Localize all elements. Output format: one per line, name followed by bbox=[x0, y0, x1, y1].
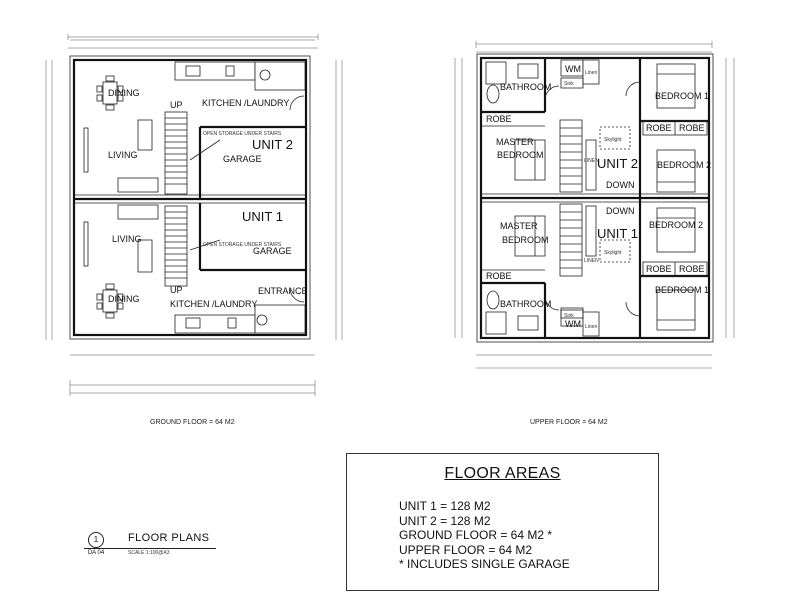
ground-dimension-lines bbox=[45, 34, 343, 396]
room-label-dining-bottom: DINING bbox=[108, 294, 140, 304]
bed-bottom-2 bbox=[656, 207, 696, 253]
floor-area-line: GROUND FLOOR = 64 M2 * bbox=[399, 528, 553, 542]
room-label-kitchen-top: KITCHEN /LAUNDRY bbox=[202, 98, 289, 108]
master-bed-bottom bbox=[514, 215, 546, 257]
room-label-entrance: ENTRANCE bbox=[258, 286, 308, 296]
room-label-bedroom2-top: BEDROOM 2 bbox=[657, 160, 711, 170]
upper-floor-plan: WM Linen Sink BATHROOM BEDROOM 1 ROBE MA… bbox=[454, 41, 735, 426]
floor-areas-list: UNIT 1 = 128 M2 UNIT 2 = 128 M2 GROUND F… bbox=[399, 499, 570, 572]
room-label-master-bottom: MASTER bbox=[500, 221, 538, 231]
room-label-kitchen-bottom: KITCHEN /LAUNDRY bbox=[170, 299, 257, 309]
drawing-number: 1 bbox=[88, 532, 104, 548]
room-label-bedroom1-top: BEDROOM 1 bbox=[655, 91, 709, 101]
upper-dimension-lines bbox=[454, 41, 735, 369]
floor-areas-title: FLOOR AREAS bbox=[444, 465, 561, 482]
label-skylight-bottom: Skylight bbox=[604, 250, 622, 256]
drawing-title: FLOOR PLANS bbox=[128, 532, 210, 544]
drawing-scale: SCALE 1:100@A3 bbox=[128, 550, 170, 556]
stair-label-up-bottom: UP bbox=[170, 285, 183, 295]
floor-area-line: UNIT 1 = 128 M2 bbox=[399, 499, 491, 513]
unit-label-2: UNIT 2 bbox=[252, 137, 293, 152]
bed-bottom-1 bbox=[656, 289, 696, 331]
room-label-bedroom-top: BEDROOM bbox=[497, 150, 544, 160]
label-sink-bottom: Sink bbox=[564, 313, 574, 319]
room-label-garage-bottom: GARAGE bbox=[253, 246, 292, 256]
label-robe-top-mid: ROBE bbox=[646, 123, 672, 133]
label-linen-stair-bottom: LINEN bbox=[584, 258, 599, 264]
room-label-living-top: LIVING bbox=[108, 150, 138, 160]
room-label-bathroom-bottom: BATHROOM bbox=[500, 299, 551, 309]
ground-outer-wall bbox=[72, 58, 308, 337]
floor-area-line: UNIT 2 = 128 M2 bbox=[399, 513, 491, 528]
unit-label-1: UNIT 1 bbox=[242, 209, 283, 224]
room-label-garage-top: GARAGE bbox=[223, 154, 262, 164]
floor-areas-box: FLOOR AREAS UNIT 1 = 128 M2 UNIT 2 = 128… bbox=[346, 453, 659, 591]
label-robe-top-right: ROBE bbox=[679, 123, 705, 133]
label-robe-top-left: ROBE bbox=[486, 114, 512, 124]
upper-stairs bbox=[559, 119, 597, 277]
label-sink-top: Sink bbox=[564, 81, 574, 87]
room-label-living-bottom: LIVING bbox=[112, 234, 142, 244]
label-robe-bottom-left: ROBE bbox=[486, 271, 512, 281]
storage-label-top: OPEN STORAGE UNDER STAIRS bbox=[203, 131, 282, 137]
dining-table-top bbox=[96, 75, 124, 111]
label-linen-top: Linen bbox=[585, 70, 597, 76]
storage-label-bottom: OPEN STORAGE UNDER STAIRS bbox=[203, 242, 282, 248]
room-label-bedroom-bottom: BEDROOM bbox=[502, 235, 549, 245]
room-label-bedroom1-bottom: BEDROOM 1 bbox=[655, 285, 709, 295]
sheet-number: DA 04 bbox=[87, 550, 105, 556]
label-wm-bottom: WM bbox=[565, 319, 581, 329]
title-underline bbox=[84, 548, 216, 549]
bed-top-2 bbox=[656, 149, 696, 193]
dining-table-bottom bbox=[96, 283, 124, 319]
label-down-bottom: DOWN bbox=[606, 206, 635, 216]
drawing-title-block: 1 DA 04 FLOOR PLANS SCALE 1:100@A3 bbox=[84, 529, 348, 569]
floor-area-line: UPPER FLOOR = 64 M2 bbox=[399, 542, 533, 557]
label-linen-bottom: Linen bbox=[585, 324, 597, 330]
stair-label-up-top: UP bbox=[170, 100, 183, 110]
upper-floor-caption: UPPER FLOOR = 64 M2 bbox=[530, 419, 608, 426]
label-linen-stair-top: LINEN bbox=[584, 158, 599, 164]
bed-top-1 bbox=[656, 63, 696, 109]
room-label-bedroom2-bottom: BEDROOM 2 bbox=[649, 220, 703, 230]
label-down-top: DOWN bbox=[606, 180, 635, 190]
unit-label-upper-2: UNIT 2 bbox=[597, 156, 638, 171]
ground-floor-plan: DINING KITCHEN /LAUNDRY UP OPEN STORAGE … bbox=[45, 34, 343, 426]
label-robe-bottom-right: ROBE bbox=[679, 264, 705, 274]
label-wm-top: WM bbox=[565, 64, 581, 74]
label-robe-bottom-mid: ROBE bbox=[646, 264, 672, 274]
ground-floor-caption: GROUND FLOOR = 64 M2 bbox=[150, 419, 235, 426]
label-skylight-top: Skylight bbox=[604, 137, 622, 143]
room-label-dining-top: DINING bbox=[108, 88, 140, 98]
room-label-master-top: MASTER bbox=[496, 137, 534, 147]
room-label-bathroom-top: BATHROOM bbox=[500, 82, 551, 92]
floor-area-line: * INCLUDES SINGLE GARAGE bbox=[399, 557, 570, 571]
master-bed-top bbox=[514, 139, 546, 181]
ground-stairs bbox=[164, 111, 221, 287]
unit-label-upper-1: UNIT 1 bbox=[597, 226, 638, 241]
